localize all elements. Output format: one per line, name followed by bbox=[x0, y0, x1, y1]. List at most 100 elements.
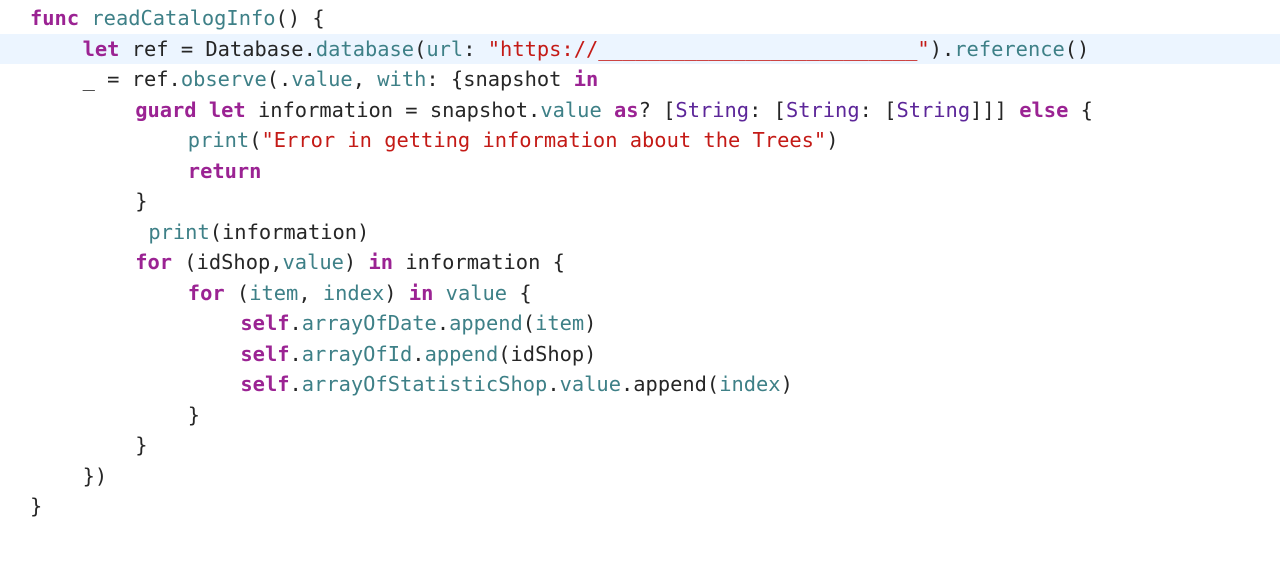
code-token: url bbox=[426, 36, 464, 61]
code-line-text: for (idShop,value) in information { bbox=[135, 247, 565, 277]
code-token: self bbox=[240, 311, 290, 335]
code-token: "Error in getting information about the … bbox=[261, 128, 827, 152]
code-line[interactable]: let ref = Database.database(url: "https:… bbox=[0, 33, 1280, 64]
code-token: in bbox=[408, 280, 434, 305]
code-token: information { bbox=[393, 250, 565, 274]
code-token: . bbox=[436, 311, 450, 335]
code-line[interactable]: } bbox=[0, 400, 1280, 430]
code-line-text: _ = ref.observe(.value, with: {snapshot … bbox=[83, 64, 599, 94]
code-line[interactable]: self.arrayOfDate.append(item) bbox=[0, 308, 1280, 338]
code-line-text: guard let information = snapshot.value a… bbox=[135, 95, 1093, 125]
code-token: . bbox=[547, 372, 560, 396]
code-line[interactable]: self.arrayOfStatisticShop.value.append(i… bbox=[0, 369, 1280, 399]
code-token bbox=[433, 281, 445, 305]
code-token: value bbox=[282, 250, 344, 274]
code-line[interactable]: } bbox=[0, 186, 1280, 216]
code-line[interactable]: print("Error in getting information abou… bbox=[0, 125, 1280, 155]
code-token: : [ bbox=[749, 97, 786, 122]
code-line-text: self.arrayOfStatisticShop.value.append(i… bbox=[240, 369, 792, 399]
code-token: } bbox=[187, 402, 201, 427]
code-token: self bbox=[240, 372, 290, 396]
code-token: else bbox=[1019, 97, 1069, 122]
code-line-text: for (item, index) in value { bbox=[188, 278, 532, 308]
code-token: guard bbox=[135, 97, 197, 122]
code-token: { bbox=[507, 280, 532, 305]
code-token: : {snapshot bbox=[426, 67, 574, 91]
code-token: ? [ bbox=[638, 97, 676, 122]
code-token: func bbox=[30, 6, 80, 30]
code-token: in bbox=[368, 250, 394, 274]
code-token: information = snapshot. bbox=[245, 97, 541, 122]
code-token: value bbox=[559, 372, 621, 396]
code-token: ( bbox=[522, 311, 536, 335]
code-token: reference bbox=[954, 36, 1065, 61]
code-line[interactable]: } bbox=[0, 430, 1280, 460]
code-line[interactable]: func readCatalogInfo() { bbox=[0, 3, 1280, 33]
code-line-text: print("Error in getting information abou… bbox=[188, 125, 839, 155]
code-token: for bbox=[135, 250, 173, 274]
code-line[interactable]: }) bbox=[0, 461, 1280, 491]
code-token: ) bbox=[780, 372, 793, 396]
code-token: : [ bbox=[859, 97, 897, 122]
code-token: "https://__________________________" bbox=[487, 36, 930, 61]
code-line-text: } bbox=[135, 186, 147, 216]
code-token: String bbox=[785, 97, 860, 122]
code-token: in bbox=[573, 67, 599, 91]
code-line[interactable]: print(information) bbox=[0, 217, 1280, 247]
code-token: ) bbox=[384, 280, 409, 305]
code-line[interactable]: } bbox=[0, 491, 1280, 521]
code-line-text: } bbox=[30, 491, 42, 521]
code-token: , bbox=[298, 280, 323, 305]
code-line-text: self.arrayOfDate.append(item) bbox=[240, 308, 596, 338]
code-token: }) bbox=[82, 463, 108, 488]
code-line-text: self.arrayOfId.append(idShop) bbox=[240, 339, 596, 369]
code-token: ( bbox=[224, 280, 250, 305]
code-line[interactable]: self.arrayOfId.append(idShop) bbox=[0, 339, 1280, 369]
code-line[interactable]: for (idShop,value) in information { bbox=[0, 247, 1280, 277]
code-line[interactable]: return bbox=[0, 156, 1280, 186]
code-line-text: func readCatalogInfo() { bbox=[30, 3, 325, 33]
code-token: arrayOfDate bbox=[301, 311, 437, 335]
code-line[interactable]: for (item, index) in value { bbox=[0, 278, 1280, 308]
code-token: readCatalogInfo bbox=[91, 6, 276, 30]
code-token: _ = ref. bbox=[82, 67, 181, 91]
code-token: ) bbox=[826, 128, 839, 152]
code-line[interactable]: guard let information = snapshot.value a… bbox=[0, 95, 1280, 125]
code-token: self bbox=[240, 341, 290, 366]
code-token: database bbox=[315, 36, 415, 61]
code-token: for bbox=[187, 280, 225, 305]
code-token: . bbox=[289, 311, 302, 335]
code-token: let bbox=[208, 97, 246, 122]
code-token: print bbox=[187, 128, 250, 152]
code-token: ( bbox=[249, 128, 262, 152]
code-token: return bbox=[187, 158, 262, 183]
code-token: ]]] bbox=[970, 97, 1020, 122]
code-token: , bbox=[352, 67, 378, 91]
code-token: observe bbox=[180, 67, 267, 91]
code-token: .append( bbox=[620, 372, 720, 396]
code-token: ( bbox=[414, 36, 427, 61]
code-token: } bbox=[135, 433, 148, 457]
code-token: arrayOfId bbox=[301, 341, 413, 366]
code-token: value bbox=[445, 280, 508, 305]
code-token: (information) bbox=[209, 219, 370, 244]
code-token: append bbox=[424, 341, 499, 366]
code-token: value bbox=[540, 97, 602, 122]
code-token bbox=[197, 98, 209, 122]
code-token: ref = Database. bbox=[119, 36, 316, 61]
code-token: . bbox=[412, 341, 425, 366]
code-line-text: print(information) bbox=[148, 217, 369, 247]
code-token: print bbox=[148, 219, 210, 244]
code-token: value bbox=[291, 67, 353, 91]
code-token: { bbox=[1068, 97, 1093, 122]
code-line-text: }) bbox=[83, 461, 108, 491]
code-line-text: return bbox=[188, 156, 262, 186]
code-token: } bbox=[135, 189, 148, 213]
code-token: : bbox=[463, 36, 488, 61]
code-token: String bbox=[896, 97, 971, 122]
code-token: () { bbox=[275, 6, 325, 30]
code-token bbox=[79, 6, 91, 30]
code-line[interactable]: _ = ref.observe(.value, with: {snapshot … bbox=[0, 64, 1280, 94]
code-token: . bbox=[289, 341, 302, 366]
